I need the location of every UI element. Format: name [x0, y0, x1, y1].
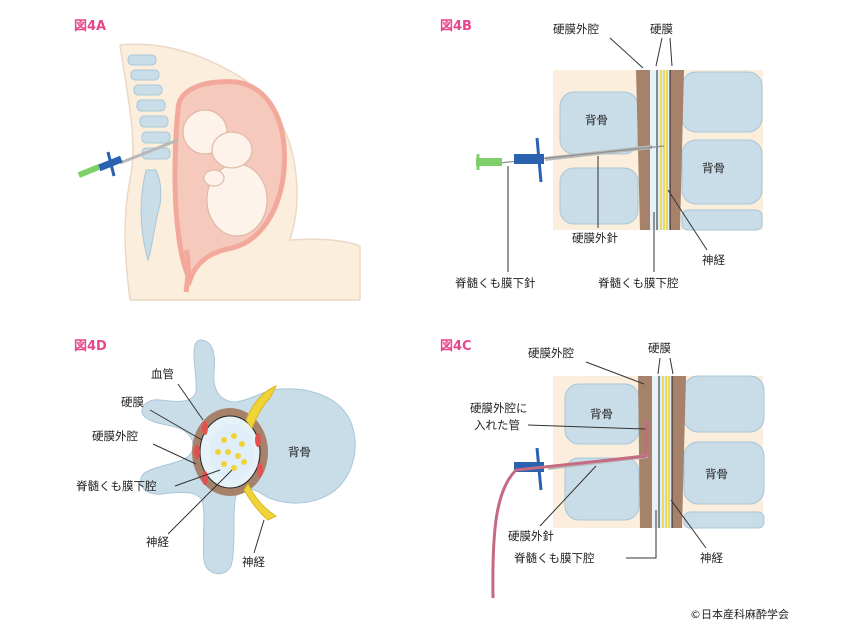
leader-dura-4b — [655, 37, 673, 67]
birth-canal — [183, 249, 191, 293]
leader-dura-4c — [657, 357, 674, 375]
catheter-4c — [491, 419, 649, 599]
nerve-dots-4d — [215, 433, 247, 471]
label-dura-4d: 硬膜 — [121, 395, 144, 409]
label-subarachnoid-4b: 脊髄くも膜下腔 — [598, 276, 679, 290]
label-bone-4d: 背骨 — [288, 445, 311, 459]
label-tube-line1-4c: 硬膜外腔に — [470, 401, 528, 415]
vertebra-right-top-4c — [683, 375, 765, 433]
leader-tube-4c — [527, 424, 646, 430]
label-dura-4b: 硬膜 — [650, 22, 673, 36]
leader-dura-4d — [149, 409, 203, 441]
nerve-root-top-4d — [245, 385, 278, 430]
vertebra-right-edge-4b — [681, 209, 763, 231]
label-spinal-needle-4b: 脊髄くも膜下針 — [455, 276, 536, 290]
figure-4c-title: 図4C — [440, 339, 472, 354]
figure-4d: 図4D 血管 硬膜 硬膜外腔 脊髄くも膜下腔 神経 神経 — [74, 339, 356, 575]
label-epidural-space-4b: 硬膜外腔 — [553, 22, 599, 36]
figure-4a-title: 図4A — [74, 19, 106, 34]
vertebra-left-bottom-4c — [564, 457, 640, 521]
leader-subarachnoid-4d — [174, 469, 221, 487]
label-epidural-space-4c: 硬膜外腔 — [528, 346, 574, 360]
label-epidural-needle-4b: 硬膜外針 — [572, 231, 618, 245]
label-nerve-left-4d: 神経 — [146, 535, 169, 549]
label-nerve-4c: 神経 — [700, 551, 723, 565]
leader-nerve-right-4d — [253, 519, 265, 554]
blood-vessels-4d — [194, 421, 263, 485]
label-blood-vessel-4d: 血管 — [151, 367, 174, 381]
leader-blood-vessel-4d — [177, 383, 204, 421]
vertebra-right-bottom-4b — [681, 139, 763, 205]
figure-4b: 図4B 硬膜外腔 硬膜 背骨 背骨 硬膜外針 — [440, 19, 763, 290]
label-nerve-4b: 神経 — [702, 253, 725, 267]
label-subarachnoid-4c: 脊髄くも膜下腔 — [514, 551, 595, 565]
label-bone-right-4b: 背骨 — [702, 161, 725, 175]
label-dura-4c: 硬膜 — [648, 341, 671, 355]
spine-vertebrae — [127, 54, 171, 160]
label-bone-left-4c: 背骨 — [590, 407, 613, 421]
label-nerve-right-4d: 神経 — [242, 555, 265, 569]
figure-4c: 図4C 硬膜外腔 硬膜 硬膜外腔に 入れた管 背骨 背骨 — [440, 339, 765, 599]
figure-4b-title: 図4B — [440, 19, 472, 34]
label-epidural-needle-4c: 硬膜外針 — [508, 529, 554, 543]
leader-epidural-space-4d — [152, 443, 197, 465]
leader-epidural-needle-4c — [539, 465, 597, 527]
copyright-notice: ©日本産科麻酔学会 — [690, 607, 789, 621]
leader-subarachnoid-4c — [626, 510, 657, 559]
label-epidural-space-4d: 硬膜外腔 — [92, 429, 138, 443]
vertebra-right-edge-4c — [683, 511, 765, 529]
figure-4a: 図4A — [74, 19, 361, 301]
leader-nerve-left-4d — [167, 469, 233, 535]
ligament-right-4c — [672, 376, 686, 528]
leader-nerve-4b — [667, 189, 708, 251]
label-bone-right-4c: 背骨 — [705, 467, 728, 481]
epidural-gap-4c — [652, 376, 660, 528]
figure-4d-title: 図4D — [74, 339, 107, 354]
nerve-fibers-4b — [660, 70, 668, 230]
label-bone-left-4b: 背骨 — [585, 113, 608, 127]
leader-epidural-space-4c — [585, 361, 645, 385]
fetus — [182, 109, 268, 237]
leader-nerve-4c — [670, 499, 707, 549]
label-tube-line2-4c: 入れた管 — [474, 418, 520, 432]
vertebra-right-bottom-4c — [683, 441, 765, 505]
needle-4b — [476, 137, 665, 183]
leader-epidural-space-4b — [609, 37, 644, 69]
subarachnoid-4d — [210, 424, 254, 480]
vertebra-left-bottom-4b — [559, 167, 639, 225]
nerve-root-bottom-4d — [243, 483, 278, 521]
vertebra-right-top-4b — [681, 71, 763, 133]
sacrum — [140, 169, 162, 262]
epidural-gap-4b — [650, 70, 658, 230]
needle-4a — [77, 138, 179, 178]
label-subarachnoid-4d: 脊髄くも膜下腔 — [76, 479, 157, 493]
nerve-fibers-4c — [662, 376, 670, 528]
ligament-right-4b — [670, 70, 684, 230]
